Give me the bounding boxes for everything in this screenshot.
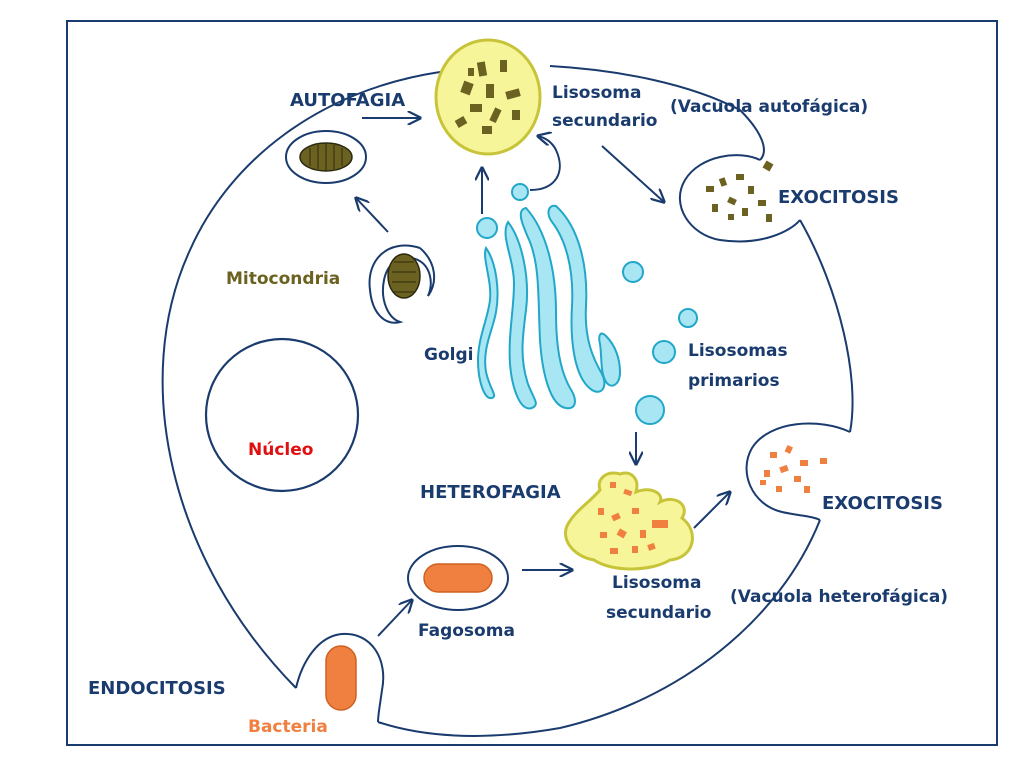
phagosome — [407, 545, 509, 611]
label-lisosoma-secundario-bottom: Lisosoma — [612, 573, 701, 593]
label-lisosomas-primarios: primarios — [688, 371, 780, 391]
golgi-sac — [547, 204, 606, 393]
vesicle — [652, 340, 676, 364]
label-mitocondria: Mitocondria — [226, 269, 340, 289]
label-fagosoma: Fagosoma — [418, 621, 515, 641]
exocytosis-pocket-bottom — [745, 422, 851, 521]
golgi-sac — [598, 332, 622, 387]
arrow-endocytosis-to-phagosome — [377, 600, 412, 637]
label-exocitosis-bottom: EXOCITOSIS — [822, 493, 943, 514]
label-vacuola-heterofagica: (Vacuola heterofágica) — [730, 587, 948, 607]
exocytosis-pocket-top — [679, 154, 801, 243]
endocytosis-pocket — [295, 632, 385, 723]
exocytosis-top-fragments — [706, 160, 774, 222]
vesicle — [476, 217, 498, 239]
labels: AUTOFAGIA Lisosoma secundario (Vacuola a… — [88, 83, 948, 737]
primary-lysosomes — [476, 183, 698, 425]
vesicle — [678, 308, 698, 328]
label-autofagia: AUTOFAGIA — [290, 90, 405, 111]
arrow-mito-to-autophagosome — [356, 198, 389, 233]
vesicle — [635, 395, 665, 425]
label-golgi: Golgi — [424, 345, 473, 365]
label-lisosoma-secundario-bottom: secundario — [606, 603, 711, 623]
label-nucleo: Núcleo — [248, 440, 313, 460]
mitochondrion — [387, 253, 421, 299]
mitochondria-forming — [368, 244, 436, 324]
arrow-to-exocytosis-top — [601, 145, 664, 202]
exocytosis-bottom-fragments — [760, 445, 827, 493]
arrows — [356, 118, 730, 637]
isolation-membrane — [368, 244, 432, 324]
golgi-sac — [504, 220, 537, 410]
golgi-sac — [476, 245, 499, 400]
label-endocitosis: ENDOCITOSIS — [88, 678, 226, 699]
label-lisosomas-primarios: Lisosomas — [688, 341, 788, 361]
label-lisosoma-secundario-top: Lisosoma — [552, 83, 641, 103]
nucleus — [204, 337, 360, 493]
vesicle — [511, 183, 529, 201]
golgi-sac — [519, 206, 576, 410]
arrow-vesicle-curve — [529, 136, 561, 191]
label-bacteria: Bacteria — [248, 717, 328, 737]
autophagosome — [285, 130, 367, 184]
vesicle — [622, 261, 644, 283]
label-heterofagia: HETEROFAGIA — [420, 482, 561, 503]
arrow-to-exocytosis-bottom — [693, 492, 730, 529]
cell-membrane — [161, 65, 854, 737]
heterophagic-vacuole — [564, 471, 694, 571]
label-vacuola-autofagica: (Vacuola autofágica) — [670, 97, 868, 117]
golgi-apparatus — [476, 204, 622, 410]
autophagic-vacuole — [434, 38, 542, 156]
label-exocitosis-top: EXOCITOSIS — [778, 187, 899, 208]
bacterium — [325, 645, 357, 711]
label-lisosoma-secundario-top: secundario — [552, 111, 657, 131]
